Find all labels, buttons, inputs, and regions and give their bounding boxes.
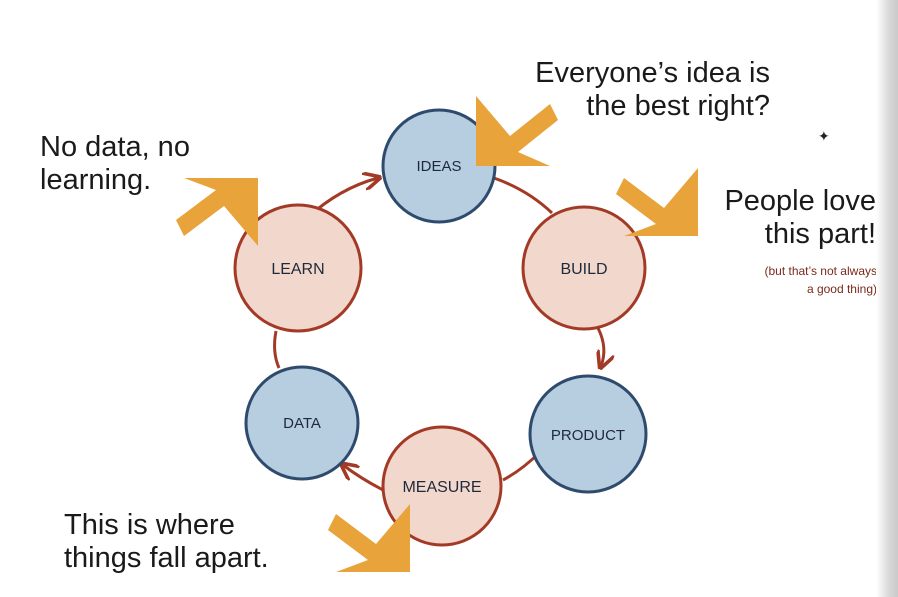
- connector-build-product: [598, 327, 604, 366]
- pointer-arrow-build-icon: [616, 168, 698, 236]
- note-build: People love this part!: [650, 185, 876, 251]
- node-ideas: IDEAS: [381, 108, 497, 224]
- pointer-arrow-measure-icon: [328, 504, 410, 572]
- note-measure: This is where things fall apart.: [64, 509, 344, 575]
- note-measure-line-1: This is where: [64, 509, 235, 541]
- node-learn: LEARN: [233, 203, 363, 333]
- note-ideas-line-2: the best right?: [586, 90, 770, 122]
- node-measure-label: MEASURE: [402, 479, 481, 496]
- mouse-cursor-icon: ✦: [818, 128, 830, 144]
- note-build-line-2: this part!: [764, 218, 876, 250]
- note-learn-line-2: learning.: [40, 164, 152, 196]
- node-data-label: DATA: [283, 415, 321, 432]
- node-learn-label: LEARN: [271, 261, 324, 278]
- note-build-line-1: People love: [724, 185, 876, 217]
- note-build-sub-line-2: a good thing): [806, 282, 877, 296]
- connector-measure-data: [343, 465, 384, 492]
- node-product-label: PRODUCT: [551, 427, 625, 444]
- pointer-arrow-learn-icon: [176, 178, 258, 246]
- node-product: PRODUCT: [528, 374, 648, 494]
- node-build: BUILD: [521, 205, 647, 331]
- note-build-sub-line-1: (but that’s not always: [764, 264, 877, 278]
- node-ideas-label: IDEAS: [416, 158, 461, 175]
- node-build-label: BUILD: [560, 261, 607, 278]
- node-measure: MEASURE: [381, 425, 503, 547]
- note-measure-line-2: things fall apart.: [64, 542, 269, 574]
- pointer-arrow-ideas-icon: [476, 96, 558, 166]
- connector-ideas-build: [493, 176, 554, 215]
- screen-edge: [876, 0, 898, 597]
- note-learn: No data, no learning.: [40, 131, 300, 197]
- note-build-sub: (but that’s not always a good thing): [672, 262, 877, 298]
- connector-data-learn: [273, 330, 281, 369]
- note-ideas: Everyone’s idea is the best right?: [470, 57, 770, 123]
- node-data: DATA: [244, 365, 360, 481]
- note-ideas-line-1: Everyone’s idea is: [535, 57, 770, 89]
- note-learn-line-1: No data, no: [40, 131, 190, 163]
